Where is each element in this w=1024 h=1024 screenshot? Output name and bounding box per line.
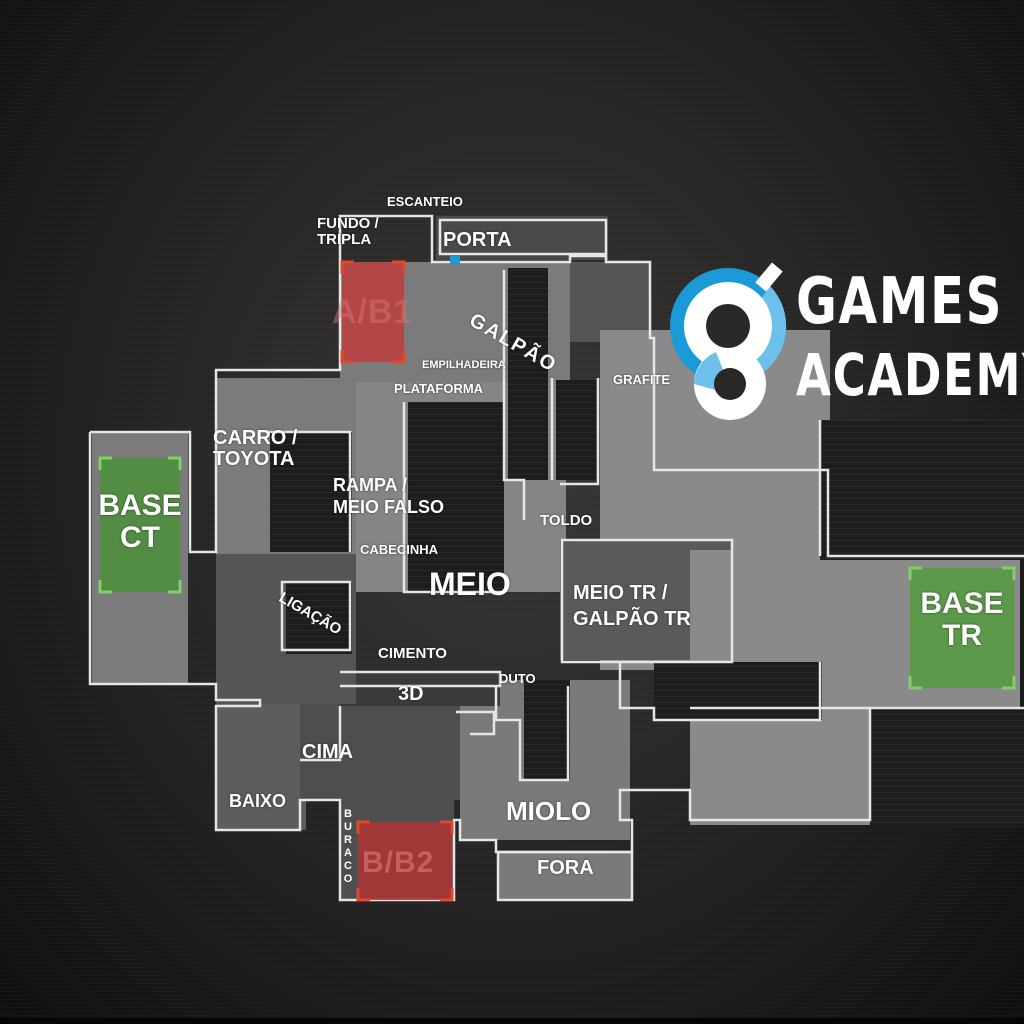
tr-spawn-line1: BASE xyxy=(920,587,1004,620)
callout-escanteio: ESCANTEIO xyxy=(387,194,463,209)
tr-spawn-label: BASE TR xyxy=(908,588,1016,651)
callout-fundo-line1: FUNDO / xyxy=(317,215,379,232)
callout-porta: PORTA xyxy=(443,229,512,251)
callout-meio-tr: MEIO TR / GALPÃO TR xyxy=(573,580,691,632)
callout-cimento: CIMENTO xyxy=(378,645,447,662)
callout-toldo: TOLDO xyxy=(540,512,593,529)
callout-cima: CIMA xyxy=(302,741,354,763)
tr-spawn-line2: TR xyxy=(942,618,982,652)
map-walls xyxy=(88,214,1024,902)
ct-spawn-line2: CT xyxy=(120,520,160,554)
callout-fora: FORA xyxy=(537,857,594,879)
door-marker xyxy=(450,256,460,264)
callout-rampa-line1: RAMPA / xyxy=(333,475,407,495)
bombsite-b-area xyxy=(356,820,454,902)
callout-rampa-meio-falso: RAMPA / MEIO FALSO xyxy=(333,474,444,518)
logo-text-academy: ACADEMY xyxy=(796,341,1024,409)
callout-buraco: BURACO xyxy=(341,808,354,890)
callout-duto: DUTO xyxy=(499,671,536,686)
bombsite-a-area xyxy=(340,260,406,364)
callout-miolo: MIOLO xyxy=(506,796,592,826)
callout-carro-line2: TOYOTA xyxy=(213,448,295,470)
roof-blocks xyxy=(270,268,1024,828)
callout-meio-tr-line2: GALPÃO TR xyxy=(573,608,691,630)
callout-buraco-text: BURACO xyxy=(342,808,354,886)
bombsite-b-label: B/B2 xyxy=(362,846,435,879)
bombsite-a-label: A/B1 xyxy=(332,293,414,331)
callout-carro-toyota: CARRO / TOYOTA xyxy=(213,428,297,470)
callout-grafite: GRAFITE xyxy=(613,372,671,387)
callout-cabecinha: CABECINHA xyxy=(360,542,438,557)
callout-3d: 3D xyxy=(398,683,424,705)
callout-baixo: BAIXO xyxy=(229,791,287,811)
ct-spawn-line1: BASE xyxy=(98,489,182,522)
ct-spawn-label: BASE CT xyxy=(91,490,189,553)
callout-rampa-line2: MEIO FALSO xyxy=(333,497,445,517)
logo-text-games: GAMES xyxy=(796,265,1004,339)
callout-meio: MEIO xyxy=(429,566,511,602)
callout-meio-tr-line1: MEIO TR / xyxy=(573,582,668,604)
callout-fundo-line2: TRIPLA xyxy=(317,230,372,248)
callout-plataforma: PLATAFORMA xyxy=(394,381,484,396)
callout-fundo-tripla: FUNDO / TRIPLA xyxy=(317,216,379,248)
ct-spawn-area xyxy=(98,456,182,594)
callout-empilhadeira: EMPILHADEIRA xyxy=(422,359,506,371)
tr-spawn-area xyxy=(908,566,1016,690)
callout-carro-line1: CARRO / xyxy=(213,427,298,449)
games-academy-g-icon xyxy=(670,262,787,420)
